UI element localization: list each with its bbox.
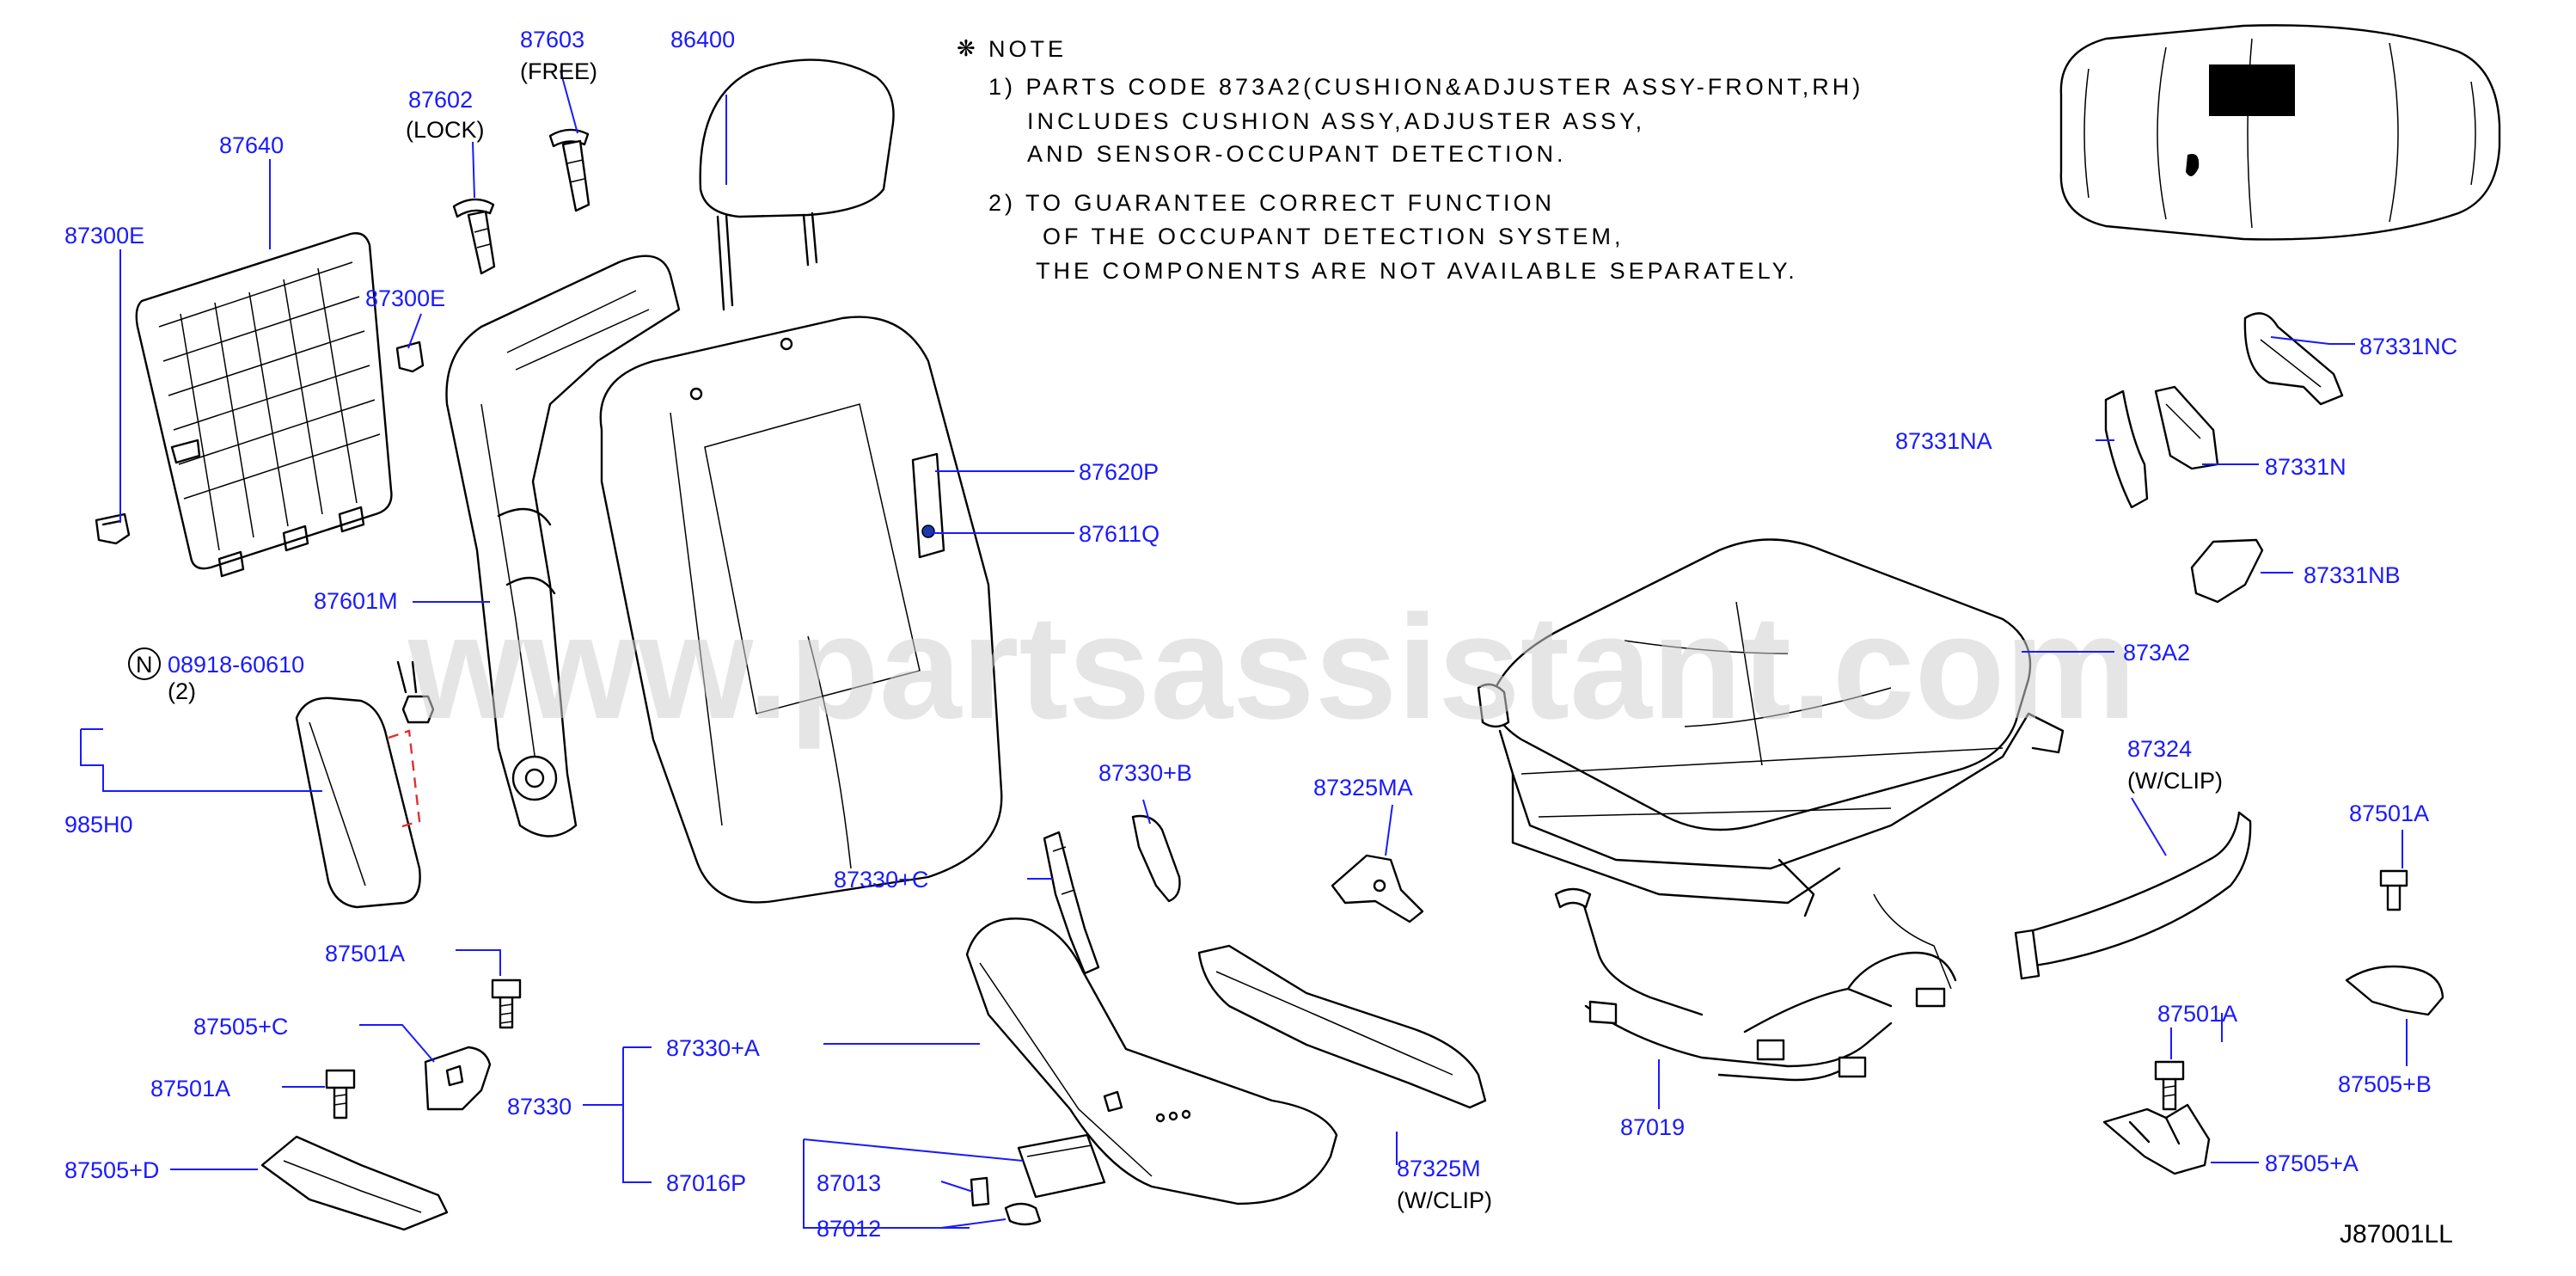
callout-985h0: 985H0 — [64, 812, 133, 837]
cover-87505b — [2345, 965, 2444, 1016]
callout-87331n: 87331N — [2265, 454, 2347, 480]
callout-87300e-right: 87300E — [365, 285, 445, 311]
note-line-1: 1) PARTS CODE 873A2(CUSHION&ADJUSTER ASS… — [988, 74, 1863, 100]
callout-87603: 87603 — [520, 27, 584, 52]
callout-873a2: 873A2 — [2123, 640, 2190, 666]
callout-08918-60610: 08918-60610 — [168, 652, 304, 678]
callout-87501a-3: 87501A — [2157, 1001, 2237, 1027]
cover-87505d — [260, 1135, 449, 1231]
callout-87331nb: 87331NB — [2304, 562, 2401, 588]
bracket-87331nb — [2190, 538, 2264, 604]
callout-87611q: 87611Q — [1079, 521, 1160, 547]
callout-87300e-left: 87300E — [64, 223, 144, 248]
leader-lines — [80, 70, 2408, 1229]
headrest-guide-free — [548, 128, 590, 212]
callout-87501a-2: 87501A — [150, 1076, 230, 1101]
mounting-dashline — [388, 729, 421, 829]
callout-86400: 86400 — [670, 27, 735, 52]
headrest — [699, 58, 895, 311]
note-line-3: AND SENSOR-OCCUPANT DETECTION. — [1027, 141, 1567, 167]
callout-87325ma: 87325MA — [1313, 775, 1413, 801]
bracket-87330b — [1131, 814, 1181, 903]
callout-87602-note: (LOCK) — [406, 117, 485, 143]
callout-87330: 87330 — [507, 1094, 572, 1120]
callout-87324: 87324 — [2127, 736, 2192, 762]
inner-finisher — [1197, 944, 1487, 1109]
callout-87505c: 87505+C — [193, 1014, 288, 1040]
callout-87325m: 87325M — [1397, 1156, 1481, 1181]
note-line-2: INCLUDES CUSHION ASSY,ADJUSTER ASSY, — [1027, 108, 1645, 134]
callout-87013: 87013 — [817, 1170, 881, 1196]
vehicle-locator — [2059, 24, 2501, 241]
callout-87330a: 87330+A — [666, 1035, 760, 1061]
callout-87012: 87012 — [817, 1216, 881, 1242]
callout-87330c: 87330+C — [834, 867, 928, 893]
callout-87640: 87640 — [219, 132, 284, 158]
bracket-87325ma — [1331, 854, 1424, 923]
seat-cushion-assy — [1477, 538, 2065, 990]
cover-87505c — [424, 1046, 492, 1111]
callout-87601m: 87601M — [314, 588, 398, 614]
cover-87505a — [2102, 1103, 2211, 1175]
n-symbol-letter: N — [136, 652, 153, 678]
bolt-87501a-2 — [325, 1069, 356, 1120]
outer-finisher-strip — [2014, 811, 2252, 980]
bracket-87331nc — [2243, 312, 2344, 406]
callout-87331na: 87331NA — [1895, 428, 1992, 454]
bolt-87501a-4 — [2379, 869, 2408, 911]
note-header: NOTE — [988, 36, 1067, 62]
callout-87505d: 87505+D — [64, 1157, 159, 1183]
callout-87505a: 87505+A — [2265, 1150, 2359, 1176]
clip-87300e-left — [95, 512, 131, 545]
seatback-board — [135, 232, 393, 578]
callout-87019: 87019 — [1620, 1114, 1685, 1140]
callout-87602: 87602 — [408, 87, 473, 113]
switch-assy — [970, 1133, 1106, 1226]
nut-08918 — [396, 660, 435, 724]
n-symbol: N — [128, 647, 161, 680]
note-line-4: 2) TO GUARANTEE CORRECT FUNCTION — [988, 190, 1555, 216]
callout-87016p: 87016P — [666, 1170, 746, 1196]
bracket-87330c — [1043, 831, 1100, 975]
bracket-87331n — [2154, 385, 2219, 470]
callout-87325m-note: (W/CLIP) — [1397, 1187, 1492, 1213]
note-line-6: THE COMPONENTS ARE NOT AVAILABLE SEPARAT… — [1036, 258, 1798, 284]
note-line-5: OF THE OCCUPANT DETECTION SYSTEM, — [1043, 224, 1625, 249]
side-airbag-module — [295, 696, 421, 909]
callout-87603-note: (FREE) — [520, 58, 597, 84]
wire-harness — [1554, 887, 1957, 1082]
callout-87330b: 87330+B — [1098, 760, 1192, 786]
diagram-code: J87001LL — [2340, 1220, 2453, 1248]
callout-87331nc: 87331NC — [2359, 334, 2457, 359]
callout-87501a-1: 87501A — [325, 941, 405, 966]
callout-08918-qty: (2) — [168, 678, 196, 704]
clip-87300e-right — [395, 340, 425, 373]
watermark: www.partsassistant.com — [407, 585, 2137, 750]
bracket-87331na — [2104, 390, 2149, 509]
seatback-frame — [445, 255, 681, 837]
callout-87324-note: (W/CLIP) — [2127, 768, 2223, 794]
note-asterisk: ❋ — [957, 36, 976, 62]
bolt-87501a-3 — [2154, 1060, 2185, 1111]
bolt-87501a-1 — [491, 978, 522, 1029]
cushion-side-finisher — [965, 917, 1338, 1205]
callout-87505b: 87505+B — [2338, 1071, 2432, 1097]
headrest-guide-lock — [452, 198, 496, 275]
callout-87620p: 87620P — [1079, 459, 1159, 485]
note-block: ❋ NOTE 1) PARTS CODE 873A2(CUSHION&ADJUS… — [957, 36, 1863, 284]
callout-87501a-4: 87501A — [2349, 801, 2429, 826]
seatback-trim — [599, 316, 1003, 904]
